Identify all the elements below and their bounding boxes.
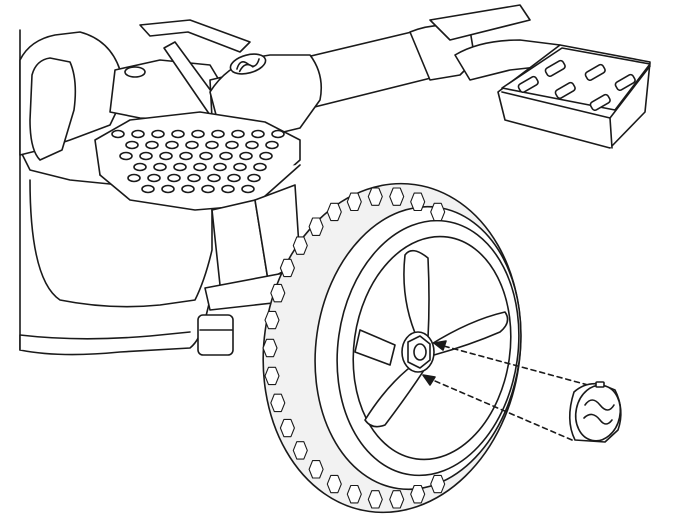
frame-bar-top: [139, 19, 251, 53]
wheel-spokes: [354, 249, 509, 428]
footrest-hole: [247, 173, 261, 183]
footrest-mount: [197, 184, 301, 356]
footrest-hole: [151, 129, 165, 139]
tread-block: [367, 187, 383, 206]
footrest-hole: [211, 129, 225, 139]
footrest-hole: [231, 129, 245, 139]
rim-inner: [352, 235, 512, 461]
footrest-hole: [253, 162, 267, 172]
tread-block: [410, 192, 426, 212]
footrest-hole: [245, 140, 259, 150]
footrest-hole: [119, 151, 133, 161]
steering-tube-upper: [429, 4, 531, 41]
pedal-grips: [517, 59, 636, 112]
footrest-hole: [213, 162, 227, 172]
footrest-hole: [227, 173, 241, 183]
footrest-hole: [219, 151, 233, 161]
footrest-hole: [225, 140, 239, 150]
swirl-logo-on-column: [229, 53, 267, 75]
tread-block: [270, 393, 286, 413]
footrest-hole: [145, 140, 159, 150]
footrest-hole: [173, 162, 187, 172]
tread-block: [430, 202, 446, 222]
footrest-hole: [191, 129, 205, 139]
footrest-hole: [127, 173, 141, 183]
tread-block: [264, 310, 280, 330]
footrest-hole: [201, 184, 215, 194]
footrest-hole: [131, 129, 145, 139]
front-wheel: [262, 182, 522, 514]
center-knob: [124, 66, 146, 78]
footrest-hole: [251, 129, 265, 139]
tread-block: [279, 258, 295, 278]
footrest-hole: [141, 184, 155, 194]
perforated-footrest: [94, 111, 301, 211]
footrest-hole: [199, 151, 213, 161]
footrest-hole: [193, 162, 207, 172]
tread-block: [262, 338, 278, 358]
tread-block: [308, 460, 324, 479]
tire-tread-pattern: [262, 187, 446, 509]
footrest-holes: [111, 129, 285, 194]
footrest-hole: [111, 129, 125, 139]
tread-block: [279, 418, 295, 438]
tread-block: [326, 202, 342, 222]
swirl-logo-on-cap: [583, 399, 615, 425]
tread-block: [367, 490, 383, 509]
footrest-hole: [159, 151, 173, 161]
tread-block: [292, 236, 308, 255]
footrest-hole: [205, 140, 219, 150]
tread-block: [430, 474, 446, 494]
footrest-hole: [147, 173, 161, 183]
footrest-hole: [259, 151, 273, 161]
tread-block: [308, 217, 324, 236]
arrow-lower: [427, 377, 573, 441]
footrest-hole: [185, 140, 199, 150]
body-inner-panel: [29, 179, 213, 308]
footrest-hole: [221, 184, 235, 194]
footrest-hole: [133, 162, 147, 172]
tread-block: [270, 283, 286, 303]
body-lower-edge: [19, 331, 191, 351]
footrest-hole: [179, 151, 193, 161]
footrest-hole: [125, 140, 139, 150]
footrest-hole: [139, 151, 153, 161]
tread-block: [389, 187, 405, 206]
assembly-direction-arrows: [427, 344, 589, 441]
left-fender-window: [29, 57, 77, 161]
tread-block: [410, 484, 426, 504]
axle-nut: [401, 331, 435, 373]
tread-block: [292, 441, 308, 460]
footrest-hole: [165, 140, 179, 150]
footrest-hole: [241, 184, 255, 194]
arrow-upper: [439, 344, 589, 386]
tread-block: [389, 490, 405, 509]
footrest-hole: [239, 151, 253, 161]
tread-block: [346, 484, 362, 504]
footrest-hole: [265, 140, 279, 150]
footrest-hole: [207, 173, 221, 183]
hub-cap: [568, 381, 622, 443]
tread-block: [264, 366, 280, 386]
footrest-hole: [181, 184, 195, 194]
arrow-heads: [422, 340, 447, 386]
footrest-hole: [187, 173, 201, 183]
footrest-hole: [233, 162, 247, 172]
tread-block: [346, 192, 362, 212]
footrest-hole: [167, 173, 181, 183]
pedal: [454, 39, 651, 149]
footrest-hole: [153, 162, 167, 172]
tread-block: [326, 474, 342, 494]
footrest-hole: [271, 129, 285, 139]
pedal-top-face: [501, 47, 651, 111]
footrest-hole: [161, 184, 175, 194]
footrest-hole: [171, 129, 185, 139]
